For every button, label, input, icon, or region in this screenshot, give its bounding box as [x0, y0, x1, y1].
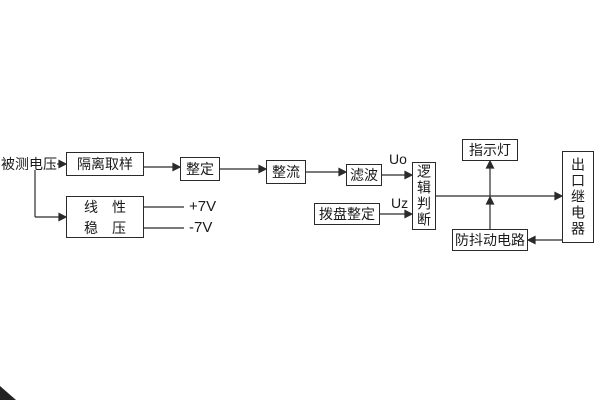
source-voltage-label: 被测电压 [1, 156, 57, 172]
arrow-into-regulator [58, 212, 68, 222]
indicator-light-box: 指示灯 [462, 139, 518, 161]
arrow-uz-into-logic [404, 209, 414, 219]
anti-jitter-box: 防抖动电路 [452, 229, 528, 251]
arrow-into-relay [554, 191, 564, 201]
corner-mark [0, 386, 16, 400]
arrow-into-junction [485, 195, 495, 205]
logic-judgment-box: 逻辑判断 [412, 162, 436, 230]
setting-box: 整定 [180, 157, 220, 181]
rectifier-box: 整流 [266, 160, 306, 184]
signal-uz-label: Uz [391, 195, 409, 211]
linear-regulator-line1: 线 性 [84, 198, 126, 215]
signal-uo-label: Uo [389, 151, 407, 167]
filter-box: 滤波 [346, 164, 382, 186]
plus-7v-label: +7V [189, 198, 217, 215]
arrow-into-rectifier [258, 164, 268, 174]
arrow-into-antijitter [526, 235, 536, 245]
output-relay-box: 出口继电器 [562, 151, 594, 243]
arrow-into-filter [338, 167, 348, 177]
linear-regulator-box: 线 性 稳 压 [66, 196, 144, 238]
minus-7v-label: -7V [189, 219, 213, 236]
dial-setting-box: 拨盘整定 [314, 203, 380, 225]
linear-regulator-line2: 稳 压 [84, 219, 126, 236]
arrow-into-indicator [485, 159, 495, 169]
arrow-into-isolation [58, 159, 68, 169]
arrow-uo-into-logic [404, 170, 414, 180]
isolation-sampling-box: 隔离取样 [66, 152, 144, 176]
arrow-into-setting [172, 162, 182, 172]
